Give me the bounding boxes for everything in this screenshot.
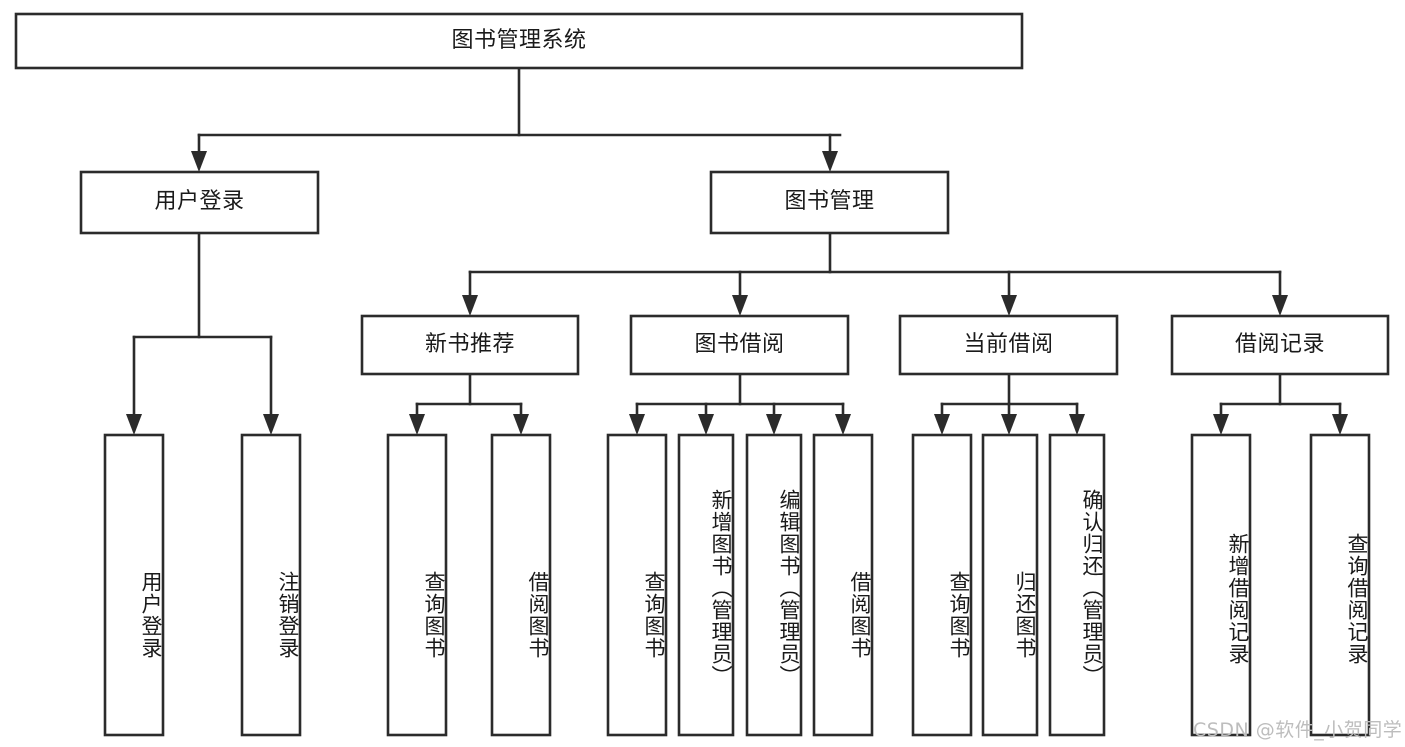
edge-group-current-borrow-to-leaves (934, 372, 1085, 435)
edge-group-borrow-record-to-leaves (1213, 372, 1348, 435)
edge-group-user-login-to-leaves (126, 231, 279, 435)
arrow-br-leaf1 (1213, 414, 1229, 435)
node-box-leaf-book-borrow-3[interactable] (812, 433, 874, 737)
node-box-leaf-borrow-record-1[interactable] (1309, 433, 1371, 737)
arrow-nb-leaf2 (513, 414, 529, 435)
arrow-nb-leaf1 (409, 414, 425, 435)
node-box-root[interactable] (14, 12, 1024, 70)
node-box-leaf-user-login-0[interactable] (103, 433, 165, 737)
node-box-leaf-current-borrow-0[interactable] (911, 433, 973, 737)
arrow-root-to-user-login (191, 151, 207, 172)
node-box-leaf-book-borrow-1[interactable] (677, 433, 735, 737)
node-box-leaf-current-borrow-1[interactable] (981, 433, 1039, 737)
node-box-leaf-new-book-1[interactable] (490, 433, 552, 737)
edge-group-book-manage-to-level3 (462, 231, 1288, 316)
node-box-borrow-record[interactable] (1170, 314, 1390, 376)
arrow-user-login-leaf2 (263, 414, 279, 435)
arrow-bm-to-borrow-record (1272, 295, 1288, 316)
node-box-new-book-recommend[interactable] (360, 314, 580, 376)
node-box-leaf-book-borrow-0[interactable] (606, 433, 668, 737)
node-box-leaf-user-login-1[interactable] (240, 433, 302, 737)
arrow-br-leaf2 (1332, 414, 1348, 435)
arrow-root-to-book-manage (822, 151, 838, 172)
node-box-leaf-current-borrow-2[interactable] (1048, 433, 1106, 737)
edge-group-root-to-level2 (191, 66, 842, 172)
arrow-bm-to-current-borrow (1001, 295, 1017, 316)
node-box-leaf-borrow-record-0[interactable] (1190, 433, 1252, 737)
arrow-bb-leaf3 (766, 414, 782, 435)
node-box-book-manage[interactable] (709, 170, 950, 235)
node-box-current-borrow[interactable] (898, 314, 1119, 376)
arrow-bb-leaf1 (629, 414, 645, 435)
arrow-bb-leaf2 (698, 414, 714, 435)
edge-group-book-borrow-to-leaves (629, 372, 851, 435)
node-box-book-borrow[interactable] (629, 314, 850, 376)
arrow-cb-leaf2 (1001, 414, 1017, 435)
node-box-user-login[interactable] (79, 170, 320, 235)
edge-group-new-book-to-leaves (409, 372, 529, 435)
arrow-bm-to-new-book (462, 295, 478, 316)
arrow-cb-leaf1 (934, 414, 950, 435)
arrow-bb-leaf4 (835, 414, 851, 435)
node-box-leaf-new-book-0[interactable] (386, 433, 448, 737)
arrow-user-login-leaf1 (126, 414, 142, 435)
arrow-bm-to-book-borrow (732, 295, 748, 316)
node-box-leaf-book-borrow-2[interactable] (745, 433, 803, 737)
arrow-cb-leaf3 (1069, 414, 1085, 435)
